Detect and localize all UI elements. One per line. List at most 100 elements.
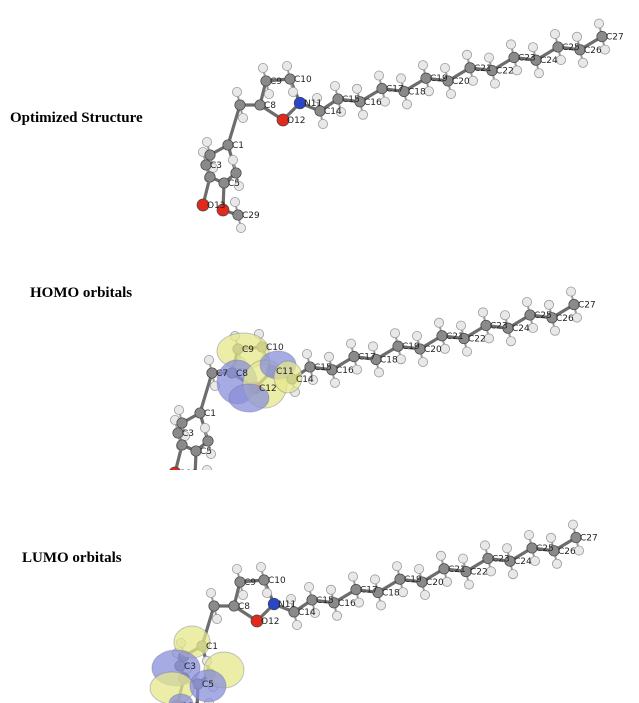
atom-label: O13 <box>179 469 198 470</box>
hydrogen-atom <box>199 422 210 433</box>
atom-label: C25 <box>534 311 552 321</box>
atom-label: C17 <box>358 353 376 363</box>
hydrogen-atom <box>528 42 539 53</box>
hydrogen-atom <box>211 613 222 624</box>
atom-label: C23 <box>492 554 510 564</box>
carbon-atom <box>176 439 188 451</box>
hydrogen-atom <box>281 61 292 72</box>
hydrogen-atom <box>501 543 512 554</box>
hydrogen-atom <box>257 63 268 74</box>
atom-label: N11 <box>304 99 322 109</box>
carbon-atom <box>438 563 450 575</box>
hydrogen-atom <box>285 594 296 605</box>
atom-label: C21 <box>474 64 492 74</box>
carbon-atom <box>258 574 270 586</box>
carbon-atom <box>172 427 184 439</box>
atom-label: C10 <box>294 75 312 85</box>
carbon-atom <box>372 586 384 598</box>
carbon-atom <box>176 417 188 429</box>
hydrogen-atom <box>331 610 342 621</box>
atom-label: C18 <box>408 87 426 97</box>
carbon-atom <box>218 177 230 189</box>
hydrogen-atom <box>489 78 500 89</box>
atom-label: C5 <box>200 447 212 457</box>
hydrogen-atom <box>423 86 434 97</box>
hydrogen-atom <box>301 349 312 360</box>
hydrogens <box>197 18 611 233</box>
orbital-lobe <box>228 383 270 413</box>
carbon-atom <box>284 73 296 85</box>
hydrogen-atom <box>367 341 378 352</box>
carbon-atom <box>328 597 340 609</box>
atom-label: C1 <box>232 141 244 151</box>
hydrogen-atom <box>600 44 611 55</box>
atom-label: C15 <box>342 95 360 105</box>
atom-label: C21 <box>446 332 464 342</box>
hydrogen-atom <box>461 346 472 357</box>
atom-label: C24 <box>512 324 530 334</box>
carbon-atom <box>234 576 246 588</box>
panel-lumo: LUMO orbitals C1C3C5C8C9C10N11O12O13C14C… <box>0 470 639 703</box>
atom-label: O13 <box>207 201 226 211</box>
carbon-atom <box>190 445 202 457</box>
hydrogen-atom <box>530 556 541 567</box>
atom-label: C8 <box>236 369 248 379</box>
atom-label: C14 <box>324 107 342 117</box>
hydrogen-atom <box>203 355 214 366</box>
atom-label: C27 <box>606 33 624 43</box>
hydrogen-atom <box>439 63 450 74</box>
atom-label: C1 <box>204 409 216 419</box>
bond <box>198 371 214 415</box>
hydrogen-atom <box>317 119 328 130</box>
carbon-atom <box>552 41 564 53</box>
atom-label: C17 <box>360 586 378 596</box>
hydrogen-atom <box>485 566 496 577</box>
hydrogen-atom <box>544 299 555 310</box>
atom-labels: C1C3C5C7C8C9C10C11C12O13C14C15C16C17C18C… <box>179 301 596 470</box>
hydrogen-atom <box>357 109 368 120</box>
hydrogen-atom <box>309 607 320 618</box>
atom-label: C3 <box>184 662 196 672</box>
hydrogen-atom <box>201 136 212 147</box>
hydrogen-atom <box>351 364 362 375</box>
hydrogen-atom <box>435 550 446 561</box>
atom-label: C10 <box>266 343 284 353</box>
hydrogen-atom <box>477 307 488 318</box>
panel-homo: HOMO orbitals C1C3C5C7C8C9C10C11C12O13C1… <box>0 235 639 470</box>
carbon-atom <box>508 51 520 63</box>
atom-label: C22 <box>468 335 486 345</box>
hydrogen-atom <box>546 532 557 543</box>
hydrogen-atom <box>373 70 384 81</box>
hydrogen-atom <box>461 49 472 60</box>
atoms <box>196 31 608 221</box>
atom-label: C18 <box>382 588 400 598</box>
hydrogen-atom <box>572 312 583 323</box>
hydrogen-atom <box>335 107 346 118</box>
hydrogen-atom <box>323 351 334 362</box>
hydrogen-atom <box>397 587 408 598</box>
carbon-atom <box>370 353 382 365</box>
hydrogen-atom <box>441 576 452 587</box>
carbon-atom <box>460 566 472 578</box>
hydrogen-atom <box>457 553 468 564</box>
atom-label: O12 <box>261 617 280 627</box>
carbon-atom <box>482 552 494 564</box>
atom-label: C5 <box>202 680 214 690</box>
carbon-atom <box>398 85 410 97</box>
carbon-atom <box>414 343 426 355</box>
panel-label: Optimized Structure <box>10 110 143 126</box>
atom-label: C19 <box>402 342 420 352</box>
hydrogen-atom <box>307 374 318 385</box>
atom-label: C23 <box>518 53 536 63</box>
carbon-atom <box>204 149 216 161</box>
atom-label: C3 <box>210 161 222 171</box>
atom-label: C16 <box>364 98 382 108</box>
molecule-lumo: C1C3C5C8C9C10N11O12O13C14C15C16C17C18C19… <box>149 519 598 703</box>
carbon-atom <box>350 584 362 596</box>
hydrogen-atom <box>311 93 322 104</box>
carbon-atom <box>234 99 246 111</box>
carbon-atom <box>314 105 326 117</box>
hydrogen-atom <box>373 367 384 378</box>
hydrogen-atom <box>347 571 358 582</box>
hydrogen-atom <box>237 113 248 124</box>
